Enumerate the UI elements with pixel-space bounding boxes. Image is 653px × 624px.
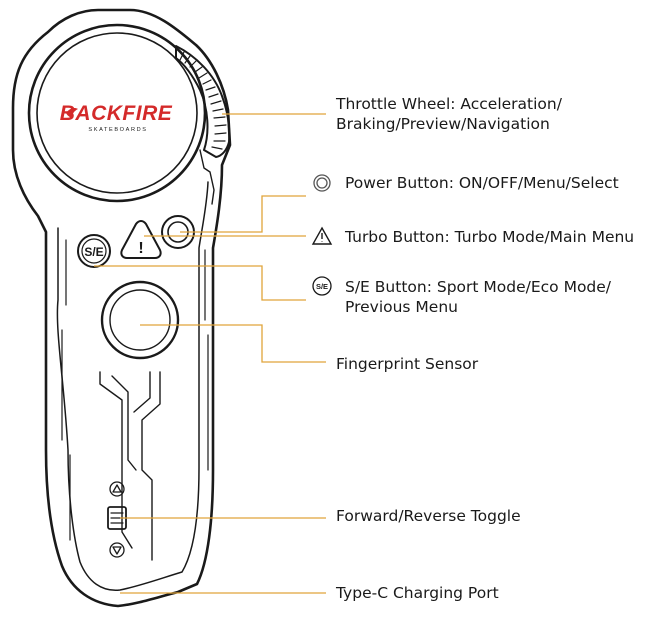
callout-type-c-port: Type-C Charging Port: [336, 583, 499, 603]
callout-forward-reverse-toggle-line-1: Forward/Reverse Toggle: [336, 507, 521, 525]
throttle-wheel: [175, 45, 231, 158]
remote-right-edge: [204, 249, 209, 471]
callout-se-button: S/E Button: Sport Mode/Eco Mode/ Previou…: [345, 277, 611, 317]
callout-fingerprint-sensor-line-1: Fingerprint Sensor: [336, 355, 479, 373]
remote-body-outline: [11, 8, 232, 608]
turbo-button-label: !: [138, 240, 143, 257]
se-button-ring: [81, 238, 107, 264]
se-button-label: S/E: [84, 245, 103, 259]
callout-se-button-line-1: S/E Button: Sport Mode/Eco Mode/: [345, 278, 612, 296]
callout-turbo-button-line-1: Turbo Button: Turbo Mode/Main Menu: [345, 228, 635, 246]
leader-se-button: [94, 265, 306, 301]
remote-left-edge: [61, 239, 71, 541]
callout-throttle-wheel-line-2: Braking/Preview/Navigation: [336, 115, 550, 133]
callout-power-button-line-1: Power Button: ON/OFF/Menu/Select: [345, 174, 619, 192]
leader-fingerprint-sensor: [140, 324, 326, 363]
reverse-arrow-icon: [112, 546, 122, 555]
se-circle-icon: S/E: [312, 276, 332, 296]
callout-throttle-wheel: Throttle Wheel: Acceleration/ Braking/Pr…: [336, 94, 562, 134]
logo-text: BACKFIRE: [60, 102, 173, 125]
turbo-button: [120, 220, 162, 259]
remote-inner-outline: [56, 181, 209, 591]
callout-type-c-port-line-1: Type-C Charging Port: [336, 584, 499, 602]
callout-throttle-wheel-line-1: Throttle Wheel: Acceleration/: [336, 95, 562, 113]
warning-triangle-icon: [311, 226, 333, 245]
callout-power-button: Power Button: ON/OFF/Menu/Select: [345, 173, 619, 193]
body-grooves: [99, 371, 161, 561]
forward-arrow-icon: [112, 484, 122, 493]
power-circle-icon: [313, 174, 331, 192]
leader-power-button: [180, 195, 306, 233]
callout-se-button-line-2: Previous Menu: [345, 298, 458, 316]
callout-forward-reverse-toggle: Forward/Reverse Toggle: [336, 506, 521, 526]
logo-subtext: SKATEBOARDS: [88, 127, 147, 133]
logo-disc-outer: [27, 23, 207, 203]
forward-arrow-ring: [109, 481, 125, 497]
svg-text:S/E: S/E: [316, 282, 328, 291]
callout-turbo-button: Turbo Button: Turbo Mode/Main Menu: [345, 227, 634, 247]
se-button: [77, 234, 111, 268]
fingerprint-sensor: [100, 280, 180, 360]
callout-fingerprint-sensor: Fingerprint Sensor: [336, 354, 478, 374]
logo-flame-icon: [66, 108, 78, 118]
fingerprint-sensor-inner: [109, 289, 171, 351]
reverse-arrow-ring: [109, 542, 125, 558]
logo-disc-inner: [36, 32, 198, 194]
leader-lines: [94, 113, 326, 594]
throttle-wheel-housing: [199, 149, 215, 205]
